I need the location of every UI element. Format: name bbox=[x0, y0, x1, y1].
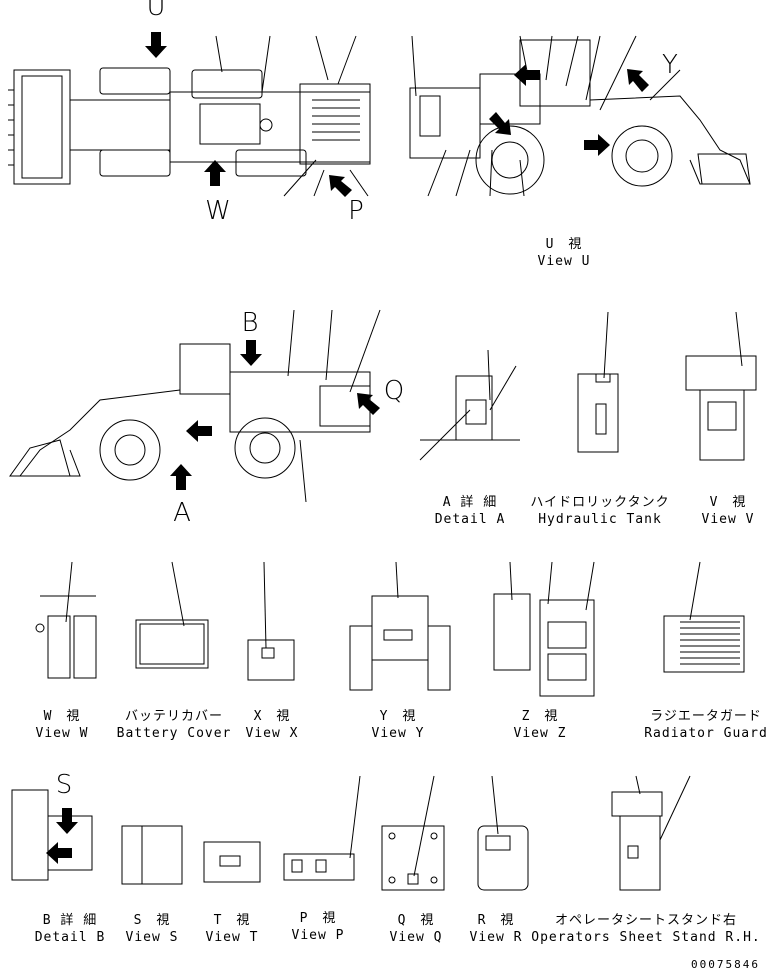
loader-side-view-u bbox=[409, 35, 751, 197]
label-view-w: W 視 View W bbox=[36, 708, 89, 742]
label-radiator-guard-en: Radiator Guard bbox=[644, 726, 768, 741]
label-view-y: Y 視 View Y bbox=[372, 708, 425, 742]
label-detail-b-jp: B 詳 細 bbox=[42, 913, 98, 928]
label-view-z-jp: Z 視 bbox=[521, 709, 559, 724]
label-operator-seat-stand-en: Operators Sheet Stand R.H. bbox=[531, 930, 761, 945]
callout-u: U bbox=[146, 0, 166, 22]
view-z-drawing bbox=[493, 561, 595, 697]
label-operator-seat-stand: オペレータシートスタンド右 Operators Sheet Stand R.H. bbox=[531, 912, 761, 946]
label-view-q-en: View Q bbox=[389, 930, 443, 945]
label-view-z-en: View Z bbox=[513, 726, 567, 741]
label-battery-cover: バッテリカバー Battery Cover bbox=[117, 708, 232, 742]
label-view-x: X 視 View X bbox=[246, 708, 299, 742]
label-view-v-en: View V bbox=[701, 512, 755, 527]
view-s-drawing bbox=[121, 825, 183, 885]
hydraulic-tank-drawing bbox=[577, 311, 619, 453]
label-battery-cover-jp: バッテリカバー bbox=[124, 709, 223, 724]
label-detail-a: A 詳 細 Detail A bbox=[435, 494, 506, 528]
label-view-y-jp: Y 視 bbox=[379, 709, 417, 724]
loader-top-view bbox=[8, 32, 371, 197]
label-detail-b: B 詳 細 Detail B bbox=[35, 912, 106, 946]
drawing-number: 00075846 bbox=[691, 958, 760, 971]
label-view-x-en: View X bbox=[245, 726, 299, 741]
radiator-fins bbox=[680, 621, 740, 665]
callout-b: B bbox=[241, 308, 259, 338]
label-view-t-en: View T bbox=[205, 930, 259, 945]
grille-lines bbox=[312, 99, 360, 141]
label-view-v: V 視 View V bbox=[702, 494, 755, 528]
label-radiator-guard-jp: ラジエータガード bbox=[650, 709, 762, 724]
label-view-w-en: View W bbox=[35, 726, 89, 741]
label-view-u-en: View U bbox=[537, 254, 591, 269]
operator-seat-stand-drawing bbox=[611, 775, 691, 891]
label-view-r-jp: R 視 bbox=[477, 913, 515, 928]
label-operator-seat-stand-jp: オペレータシートスタンド右 bbox=[554, 913, 737, 928]
view-y-drawing bbox=[349, 561, 451, 691]
callout-s: S bbox=[55, 770, 73, 800]
label-view-u: U 視 View U bbox=[538, 236, 591, 270]
view-r-drawing bbox=[477, 775, 529, 891]
callout-p: P bbox=[348, 196, 364, 226]
label-view-p-jp: P 視 bbox=[299, 911, 337, 926]
label-view-s-jp: S 視 bbox=[133, 913, 171, 928]
view-q-drawing bbox=[381, 775, 445, 891]
callout-a: A bbox=[173, 498, 191, 528]
callout-q: Q bbox=[383, 376, 405, 406]
battery-cover-drawing bbox=[135, 561, 209, 669]
label-view-v-jp: V 視 bbox=[709, 495, 747, 510]
label-detail-b-en: Detail B bbox=[34, 930, 106, 945]
label-view-x-jp: X 視 bbox=[253, 709, 291, 724]
label-view-t: T 視 View T bbox=[206, 912, 259, 946]
label-view-p: P 視 View P bbox=[292, 910, 345, 944]
view-t-drawing bbox=[203, 841, 261, 883]
label-battery-cover-en: Battery Cover bbox=[116, 726, 232, 741]
label-radiator-guard: ラジエータガード Radiator Guard bbox=[644, 708, 768, 742]
detail-b-drawing bbox=[11, 789, 93, 881]
view-p-drawing bbox=[283, 775, 361, 881]
label-detail-a-en: Detail A bbox=[434, 512, 506, 527]
loader-side-view-left bbox=[9, 309, 381, 503]
label-view-q-jp: Q 視 bbox=[397, 913, 435, 928]
view-v-drawing bbox=[685, 311, 757, 461]
detail-a-drawing bbox=[419, 349, 520, 461]
radiator-guard-drawing bbox=[663, 561, 745, 673]
view-x-drawing bbox=[247, 561, 295, 681]
label-view-r: R 視 View R bbox=[470, 912, 523, 946]
label-view-r-en: View R bbox=[469, 930, 523, 945]
label-hydraulic-tank: ハイドロリックタンク Hydraulic Tank bbox=[530, 494, 669, 528]
callout-w: W bbox=[205, 196, 231, 226]
label-view-s: S 視 View S bbox=[126, 912, 179, 946]
label-view-t-jp: T 視 bbox=[213, 913, 251, 928]
callout-y: Y bbox=[662, 50, 678, 80]
label-view-q: Q 視 View Q bbox=[390, 912, 443, 946]
label-detail-a-jp: A 詳 細 bbox=[442, 495, 498, 510]
label-hydraulic-tank-jp: ハイドロリックタンク bbox=[530, 495, 670, 510]
label-hydraulic-tank-en: Hydraulic Tank bbox=[538, 512, 662, 527]
label-view-y-en: View Y bbox=[371, 726, 425, 741]
label-view-z: Z 視 View Z bbox=[514, 708, 567, 742]
label-view-s-en: View S bbox=[125, 930, 179, 945]
label-view-u-jp: U 視 bbox=[545, 237, 583, 252]
view-w-drawing bbox=[35, 561, 97, 679]
label-view-w-jp: W 視 bbox=[43, 709, 81, 724]
label-view-p-en: View P bbox=[291, 928, 345, 943]
